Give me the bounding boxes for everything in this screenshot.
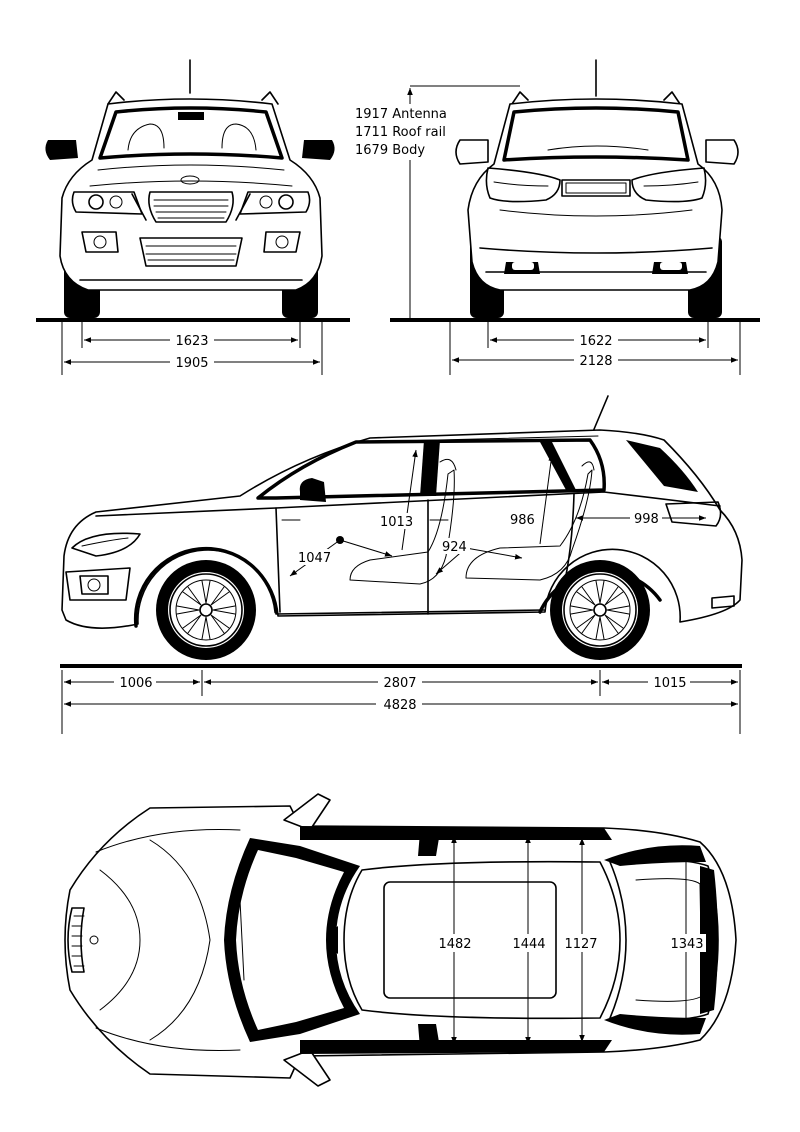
side-view [60,395,743,668]
c-pillar-window [626,440,698,492]
body-height-label: 1679 Body [355,143,425,158]
front-view [36,59,350,322]
rear-legroom-label: 924 [442,540,467,555]
side-headlight [71,532,141,557]
front-track-label: 1623 [175,334,208,349]
rear-license-plate [561,179,631,197]
interior-dimensions: 1013 1047 924 986 998 [289,449,706,577]
front-grille [148,191,234,223]
front-left-headlight [71,191,143,215]
rear-wheel-rim [562,572,638,648]
rear-overhang-label: 1015 [653,676,686,691]
top-view [64,793,737,1087]
rear-dimensions: 1622 2128 [449,322,741,375]
height-callout: 1917 Antenna 1711 Roof rail 1679 Body [352,85,520,318]
tailgate-width-label: 1343 [670,937,703,952]
side-body [61,429,743,629]
rear-view [390,59,760,322]
rear-right-taillight [631,167,707,203]
cargo-length-label: 998 [634,512,659,527]
front-right-headlight [239,191,311,215]
side-mirror [299,478,326,502]
wheelbase-label: 2807 [383,676,416,691]
sunroof [383,881,557,999]
rear-headroom-label: 986 [510,513,535,528]
cargo-width-label: 1127 [564,937,597,952]
side-dimensions: 1006 2807 1015 4828 [61,670,741,734]
rear-window [502,106,690,162]
front-wheel-rim [168,572,244,648]
rear-body [467,98,723,291]
front-body [59,98,323,291]
side-antenna [591,395,609,435]
rear-seat [465,469,593,581]
front-shoulder-label: 1482 [438,937,471,952]
front-seat [349,469,455,585]
top-roof [343,860,621,1020]
roof-rail-height-label: 1711 Roof rail [355,125,446,140]
rear-shoulder-label: 1444 [512,937,545,952]
antenna-height-label: 1917 Antenna [355,107,447,122]
front-headroom-label: 1013 [380,515,413,530]
overall-length-label: 4828 [383,698,416,713]
top-dimensions: 1482 1444 1127 1343 [436,836,706,1044]
top-grille [67,907,85,973]
rear-width-label: 2128 [579,354,612,369]
b-pillar [420,440,440,496]
rear-track-label: 1622 [579,334,612,349]
front-lower-intake [139,237,243,267]
front-legroom-label: 1047 [298,551,331,566]
front-width-label: 1905 [175,356,208,371]
front-dimensions: 1623 1905 [61,322,323,375]
rear-left-taillight [485,167,561,203]
front-right-mirror [302,140,335,160]
front-overhang-label: 1006 [119,676,152,691]
front-left-mirror [45,140,78,160]
top-body [64,805,737,1079]
side-taillight [665,501,722,527]
